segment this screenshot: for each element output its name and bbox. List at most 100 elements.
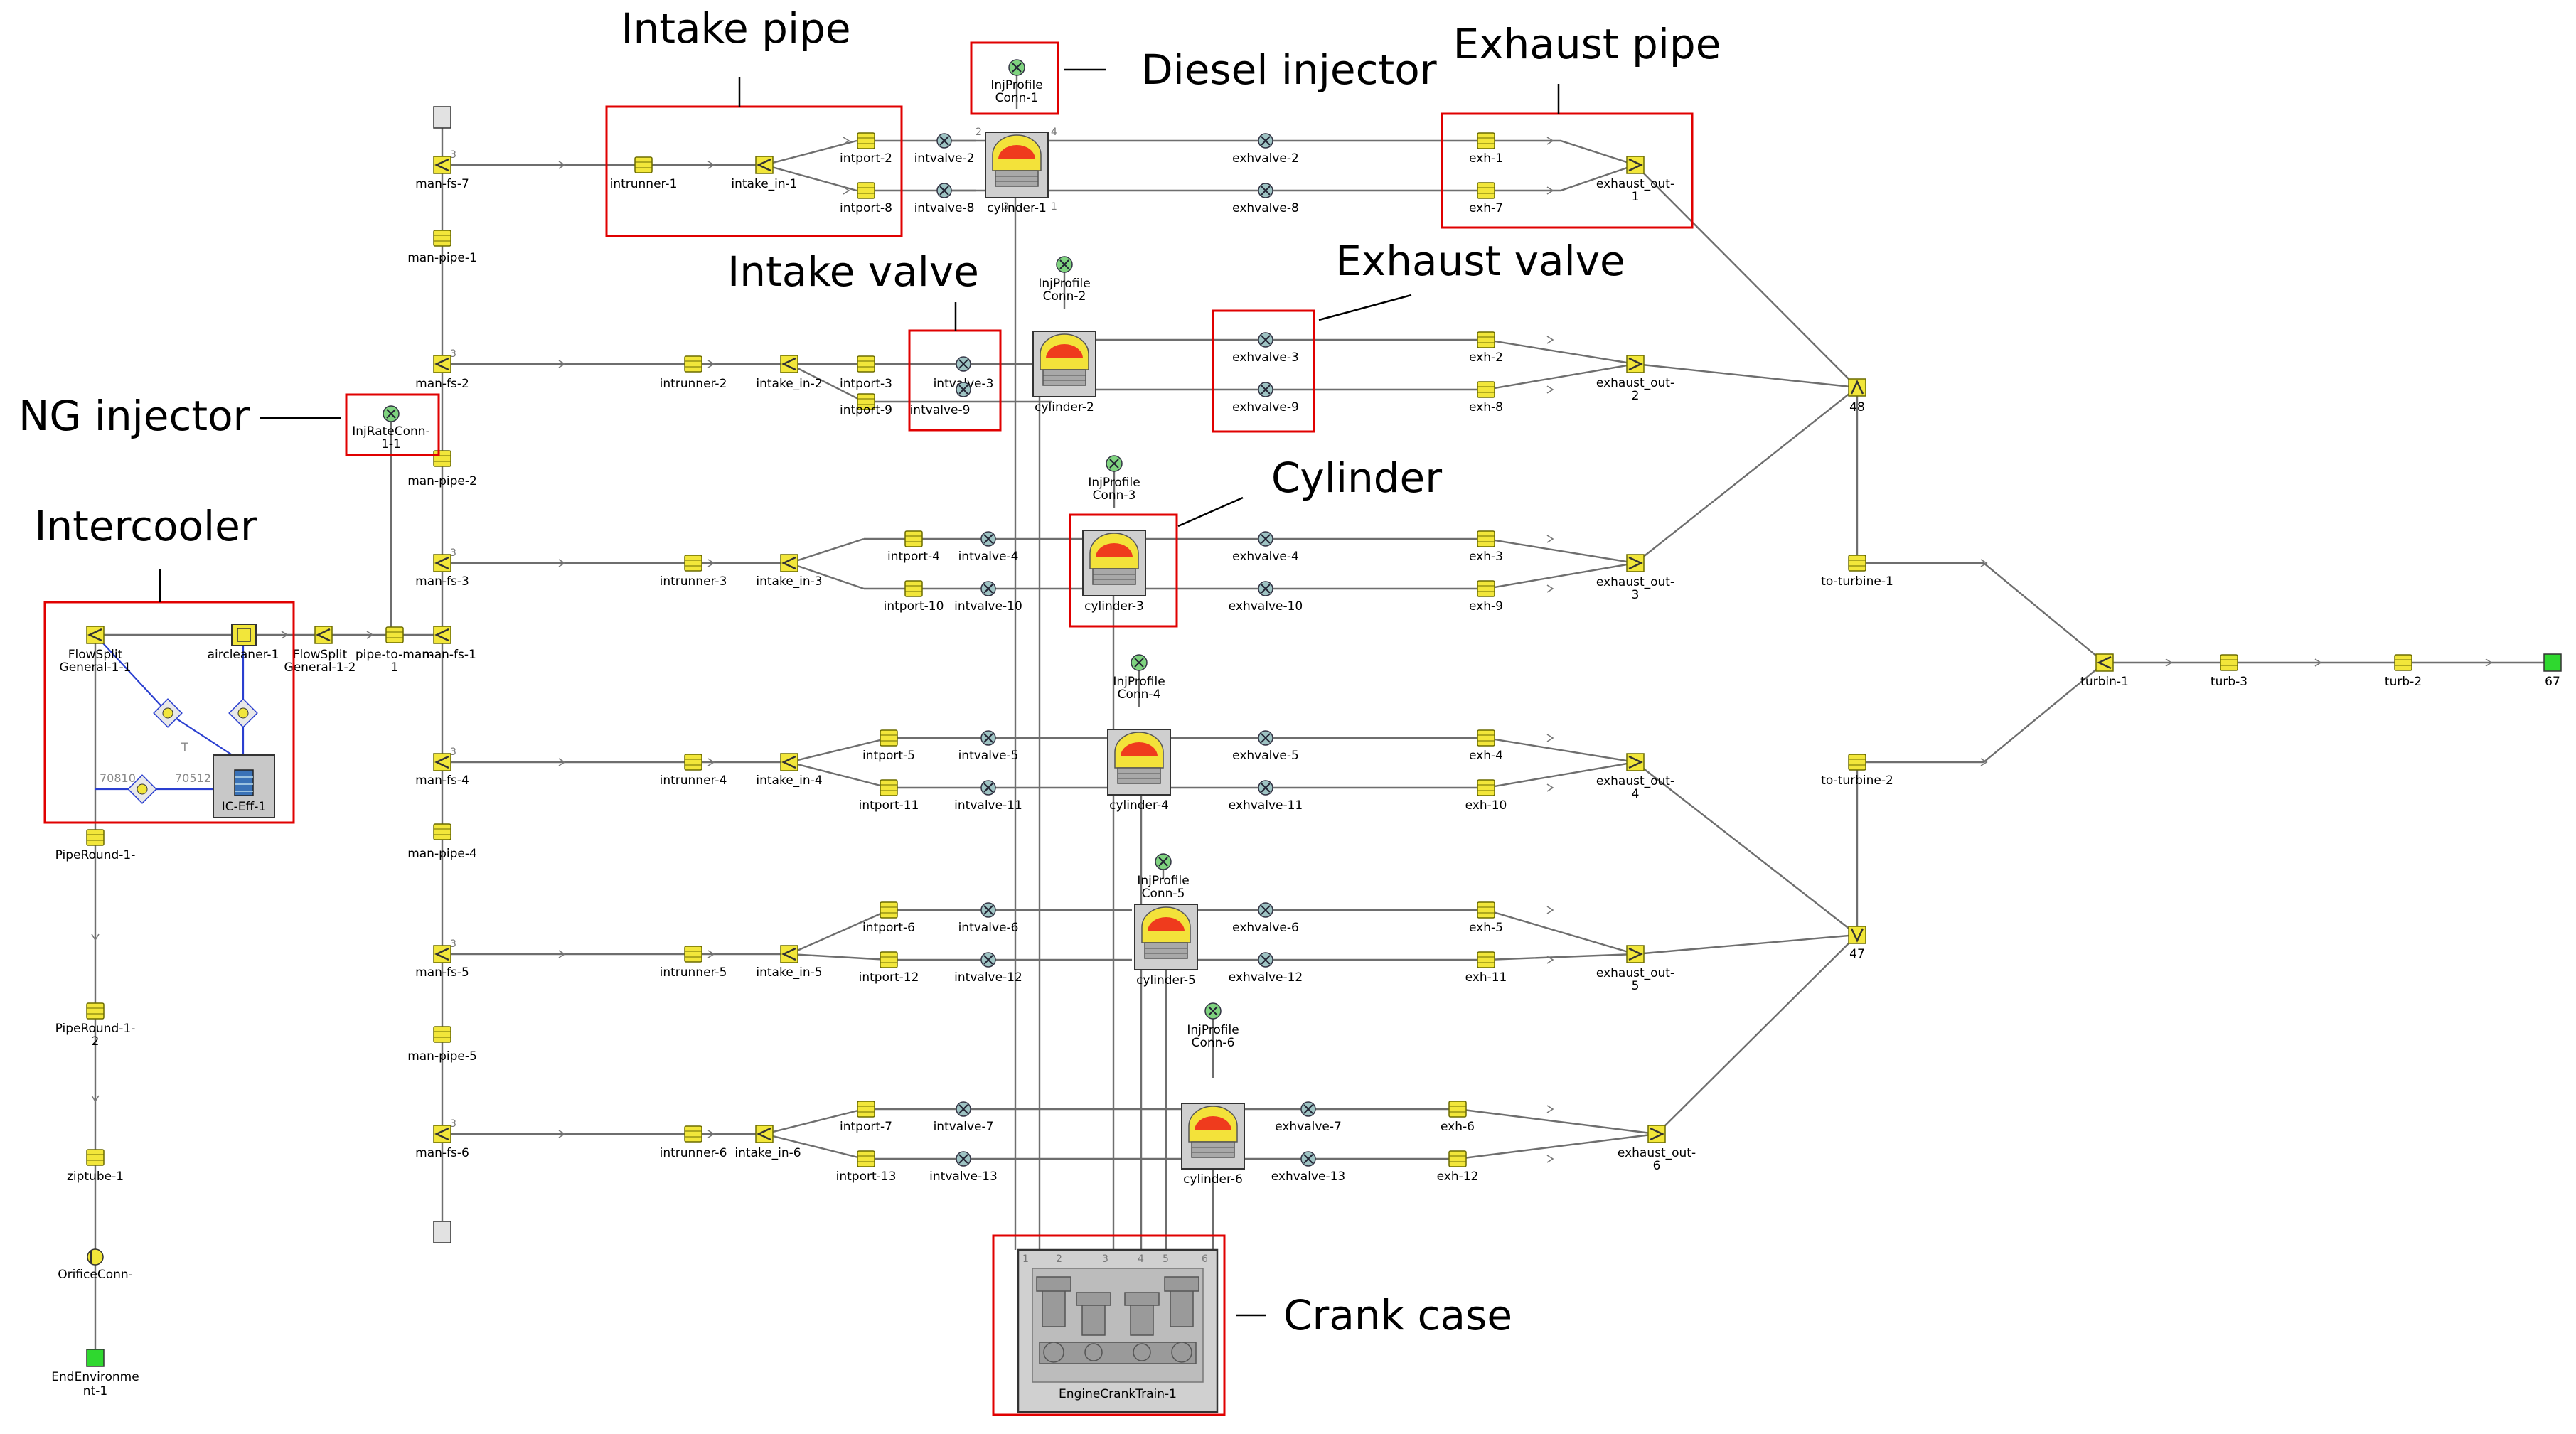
exhvalve-9[interactable] (1258, 382, 1273, 397)
exh-4[interactable] (1477, 729, 1495, 747)
intport-8[interactable] (857, 182, 875, 199)
intvalve-9[interactable] (956, 382, 971, 397)
exh-6[interactable] (1448, 1101, 1467, 1118)
intake-in-6[interactable] (754, 1124, 774, 1144)
to-turbine-2[interactable] (1848, 754, 1866, 771)
exh-12[interactable] (1448, 1150, 1467, 1167)
intake-in-2[interactable] (779, 354, 799, 374)
exh-5[interactable] (1477, 901, 1495, 919)
man-pipe-5[interactable] (433, 1026, 451, 1043)
exhaust-out-6[interactable] (1647, 1124, 1667, 1144)
man-pipe-4[interactable] (433, 823, 451, 840)
temperature-sensor-2[interactable] (228, 698, 258, 728)
cylinder-3[interactable] (1082, 530, 1146, 596)
exhvalve-13[interactable] (1300, 1151, 1316, 1167)
man-pipe-2[interactable] (433, 450, 451, 467)
exhaust-out-2[interactable] (1625, 354, 1645, 374)
intport-11[interactable] (880, 779, 898, 796)
intvalve-6[interactable] (980, 902, 996, 918)
orifice-conn[interactable] (87, 1248, 104, 1266)
to-turbine-1[interactable] (1848, 555, 1866, 572)
intvalve-3[interactable] (956, 356, 971, 372)
exh-9[interactable] (1477, 580, 1495, 597)
manifold-end-cap-bottom[interactable] (433, 1221, 451, 1243)
exhvalve-8[interactable] (1258, 183, 1273, 198)
man-fs-2[interactable] (432, 354, 452, 374)
end-environment-1[interactable] (86, 1349, 105, 1367)
exhvalve-6[interactable] (1258, 902, 1273, 918)
intvalve-13[interactable] (956, 1151, 971, 1167)
exhvalve-7[interactable] (1300, 1101, 1316, 1117)
turbin-1[interactable] (2095, 653, 2115, 673)
intport-13[interactable] (857, 1150, 875, 1167)
flowsplit-general-1-2[interactable] (314, 625, 333, 645)
exhvalve-11[interactable] (1258, 780, 1273, 796)
flowsplit-general-1-1[interactable] (85, 625, 105, 645)
injprofile-conn-3[interactable] (1106, 455, 1123, 472)
exh-8[interactable] (1477, 381, 1495, 398)
injprofile-conn-4[interactable] (1131, 654, 1148, 671)
cylinder-1[interactable] (985, 132, 1049, 198)
exhaust-out-1[interactable] (1625, 155, 1645, 175)
exhvalve-2[interactable] (1258, 133, 1273, 149)
injprofile-conn-6[interactable] (1204, 1002, 1222, 1020)
intport-2[interactable] (857, 132, 875, 149)
ic-eff-1[interactable] (213, 754, 275, 818)
exhvalve-10[interactable] (1258, 581, 1273, 596)
intport-3[interactable] (857, 355, 875, 373)
cylinder-5[interactable] (1134, 904, 1198, 970)
ng-injector-icon[interactable] (383, 405, 400, 422)
man-fs-3[interactable] (432, 553, 452, 573)
intvalve-7[interactable] (956, 1101, 971, 1117)
manifold-end-cap-top[interactable] (433, 106, 451, 129)
intvalve-2[interactable] (936, 133, 952, 149)
intvalve-4[interactable] (980, 531, 996, 547)
ziptube-1[interactable] (86, 1149, 105, 1166)
exh-3[interactable] (1477, 530, 1495, 547)
man-fs-4[interactable] (432, 752, 452, 772)
exh-11[interactable] (1477, 951, 1495, 968)
junction-47[interactable] (1847, 925, 1867, 945)
man-fs-5[interactable] (432, 944, 452, 964)
turb-2[interactable] (2394, 654, 2412, 671)
pipe-to-man-1[interactable] (385, 626, 404, 643)
temperature-sensor-1[interactable] (153, 698, 183, 728)
cylinder-4[interactable] (1107, 729, 1171, 796)
exh-2[interactable] (1477, 331, 1495, 348)
intvalve-5[interactable] (980, 730, 996, 746)
cylinder-6[interactable] (1181, 1103, 1245, 1170)
junction-48[interactable] (1847, 378, 1867, 397)
aircleaner-1[interactable] (231, 624, 257, 646)
exh-1[interactable] (1477, 132, 1495, 149)
exh-10[interactable] (1477, 779, 1495, 796)
intrunner-6[interactable] (684, 1125, 702, 1143)
exh-7[interactable] (1477, 182, 1495, 199)
exhaust-out-4[interactable] (1625, 752, 1645, 772)
intport-12[interactable] (880, 951, 898, 968)
mass-flow-sensor[interactable] (127, 774, 157, 804)
exhvalve-3[interactable] (1258, 332, 1273, 348)
intport-7[interactable] (857, 1101, 875, 1118)
turb-3[interactable] (2220, 654, 2238, 671)
ng-injector[interactable]: InjRateConn- 1-1 (352, 405, 430, 451)
intvalve-11[interactable] (980, 780, 996, 796)
intvalve-10[interactable] (980, 581, 996, 596)
exhvalve-5[interactable] (1258, 730, 1273, 746)
injprofile-conn-5[interactable] (1155, 853, 1172, 870)
intrunner-3[interactable] (684, 555, 702, 572)
injprofile-conn-1[interactable] (1008, 59, 1025, 76)
exhvalve-4[interactable] (1258, 531, 1273, 547)
intport-4[interactable] (904, 530, 923, 547)
end-environment-67[interactable] (2543, 653, 2562, 672)
man-pipe-1[interactable] (433, 230, 451, 247)
intport-10[interactable] (904, 580, 923, 597)
intrunner-2[interactable] (684, 355, 702, 373)
man-fs-7[interactable] (432, 155, 452, 175)
intrunner-5[interactable] (684, 946, 702, 963)
intport-5[interactable] (880, 729, 898, 747)
intvalve-8[interactable] (936, 183, 952, 198)
intrunner-1[interactable] (634, 156, 653, 173)
injprofile-conn-2[interactable] (1056, 256, 1073, 273)
cylinder-2[interactable] (1032, 331, 1096, 397)
engine-crank-train[interactable]: EngineCrankTrain-1 (1017, 1248, 1219, 1413)
